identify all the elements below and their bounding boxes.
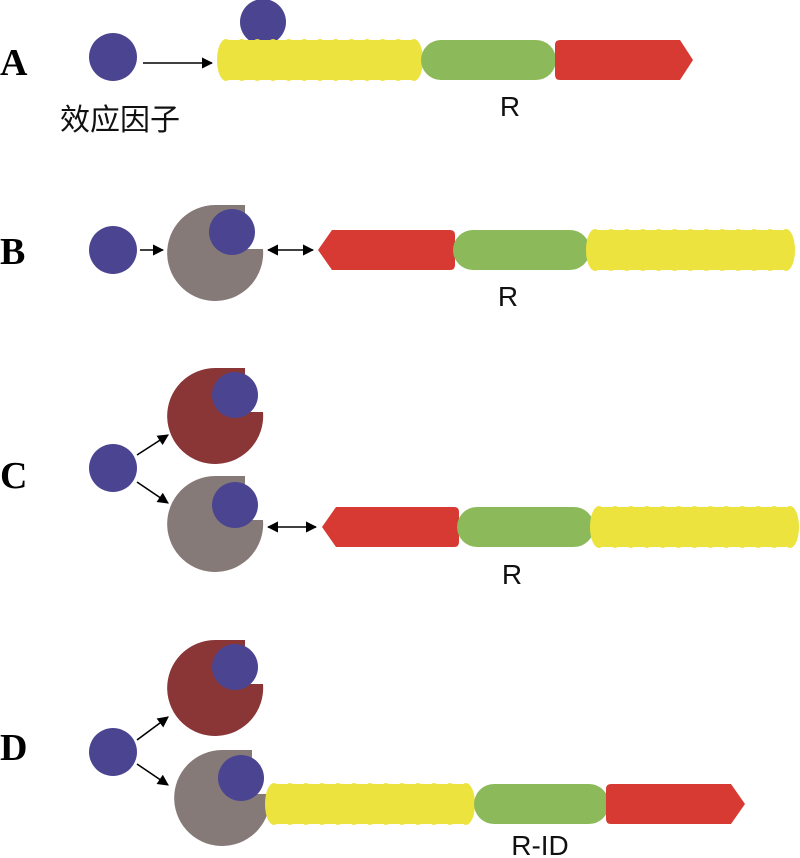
repeat-bead	[745, 229, 764, 271]
repeat-bead	[405, 39, 423, 81]
repeat-bead	[313, 783, 331, 825]
repeat-bead	[329, 783, 347, 825]
receptor-label: R	[502, 559, 522, 590]
repeat-bead	[457, 783, 475, 825]
red-domain	[555, 40, 693, 80]
repeat-bead	[681, 229, 700, 271]
red-domain	[322, 507, 459, 547]
repeat-bead	[749, 506, 768, 548]
yellow-domain	[590, 506, 799, 548]
effector-molecule	[89, 33, 137, 81]
red-domain	[318, 230, 455, 270]
bound-effector	[209, 209, 255, 255]
repeat-bead	[617, 229, 636, 271]
panel-d-letter: D	[0, 727, 27, 769]
repeat-bead	[264, 39, 282, 81]
panel-a-letter: A	[0, 42, 28, 84]
repeat-bead	[637, 506, 656, 548]
panel-b: B R	[0, 205, 795, 312]
bound-effector	[218, 755, 264, 801]
repeat-bead	[345, 783, 363, 825]
repeat-bead	[281, 783, 299, 825]
repeat-bead	[717, 506, 736, 548]
receptor-label: R	[500, 91, 520, 122]
repeat-bead	[265, 783, 283, 825]
green-domain	[453, 230, 590, 270]
repeat-bead	[425, 783, 443, 825]
repeat-bead	[697, 229, 716, 271]
binding-arrow-up	[136, 716, 169, 741]
repeat-bead	[326, 39, 345, 81]
repeat-bead	[342, 39, 361, 81]
repeat-bead	[621, 506, 640, 548]
bound-effector	[212, 482, 258, 528]
repeat-bead	[373, 39, 392, 81]
repeat-bead	[297, 783, 315, 825]
yellow-domain	[217, 39, 423, 81]
repeat-bead	[389, 39, 408, 81]
bound-effector	[240, 0, 286, 45]
repeat-bead	[713, 229, 732, 271]
effector-molecule	[89, 728, 137, 776]
bound-effector	[212, 644, 258, 690]
panel-c-letter: C	[0, 455, 27, 497]
panel-d: D R-ID	[0, 640, 745, 858]
binding-arrow-up	[136, 434, 169, 456]
repeat-bead	[777, 229, 795, 271]
binding-arrow-down	[136, 481, 169, 504]
repeat-bead	[781, 506, 799, 548]
repeat-bead	[248, 39, 267, 81]
repeat-bead	[217, 39, 235, 81]
yellow-domain	[265, 783, 475, 825]
repeat-bead	[605, 506, 624, 548]
repeat-bead	[601, 229, 620, 271]
repeat-bead	[665, 229, 684, 271]
effector-label: 效应因子	[60, 103, 180, 138]
repeat-bead	[441, 783, 459, 825]
panel-b-letter: B	[0, 231, 25, 273]
green-domain	[474, 784, 609, 824]
green-domain	[421, 40, 556, 80]
repeat-bead	[409, 783, 427, 825]
receptor-label: R-ID	[511, 830, 569, 858]
effector-molecule	[89, 226, 137, 274]
repeat-bead	[311, 39, 329, 81]
receptor-label: R	[498, 281, 518, 312]
repeat-bead	[361, 783, 379, 825]
repeat-bead	[279, 39, 298, 81]
green-domain	[457, 507, 594, 547]
repeat-bead	[633, 229, 652, 271]
repeat-bead	[377, 783, 395, 825]
repeat-bead	[701, 506, 720, 548]
repeat-bead	[649, 229, 668, 271]
yellow-domain	[586, 229, 795, 271]
repeat-bead	[295, 39, 314, 81]
repeat-bead	[586, 229, 604, 271]
repeat-bead	[729, 229, 748, 271]
repeat-bead	[358, 39, 376, 81]
bound-effector	[212, 372, 258, 418]
repeat-bead	[653, 506, 672, 548]
repeat-bead	[761, 229, 780, 271]
effector-molecule	[89, 444, 137, 492]
repeat-bead	[685, 506, 704, 548]
repeat-bead	[232, 39, 251, 81]
repeat-bead	[393, 783, 411, 825]
binding-arrow-down	[136, 763, 169, 786]
panel-a: A R 效应因子	[0, 0, 693, 138]
repeat-bead	[765, 506, 784, 548]
repeat-bead	[590, 506, 608, 548]
repeat-bead	[733, 506, 752, 548]
repeat-bead	[669, 506, 688, 548]
panel-c: C R	[0, 368, 799, 590]
red-domain	[606, 784, 745, 824]
